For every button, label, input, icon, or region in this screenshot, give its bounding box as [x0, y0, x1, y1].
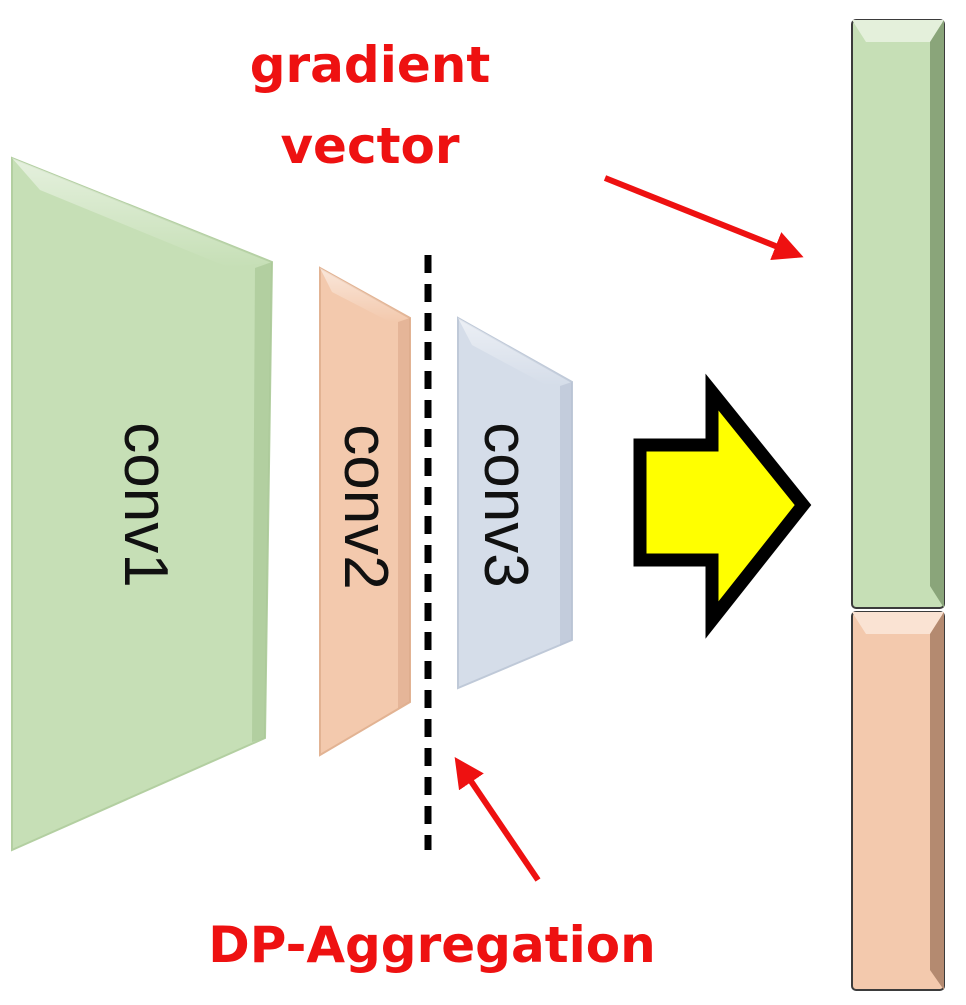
conv1-label: conv1 — [111, 422, 180, 587]
gradient-vector-label-line1: gradient — [250, 36, 491, 94]
vector-segment-conv2-bevel — [852, 612, 944, 634]
conv1-edge-shade — [252, 262, 272, 742]
aggregation-pointer-arrow-icon — [454, 757, 541, 882]
gradient-pointer-arrow-icon — [603, 175, 804, 261]
layer-conv2: conv2 — [319, 266, 411, 757]
dp-aggregation-label: DP-Aggregation — [208, 916, 655, 974]
conv2-label: conv2 — [331, 424, 400, 589]
vector-segment-conv1-bevel — [852, 20, 944, 42]
vector-segment-conv2-shade — [930, 612, 944, 990]
gradient-vector-label-line2: vector — [280, 117, 459, 175]
vector-segment-conv1-shade — [930, 20, 944, 608]
conv1-bevel — [12, 158, 272, 268]
conv2-bevel — [320, 268, 410, 322]
layer-conv3: conv3 — [457, 316, 573, 690]
conv3-edge-shade — [560, 382, 572, 646]
layer-conv1: conv1 — [11, 156, 274, 852]
conv3-label: conv3 — [471, 422, 540, 587]
conv2-edge-shade — [398, 318, 410, 708]
block-arrow-right-icon — [633, 373, 812, 639]
gradient-vector-bar — [851, 19, 945, 991]
conv3-bevel — [458, 318, 572, 386]
